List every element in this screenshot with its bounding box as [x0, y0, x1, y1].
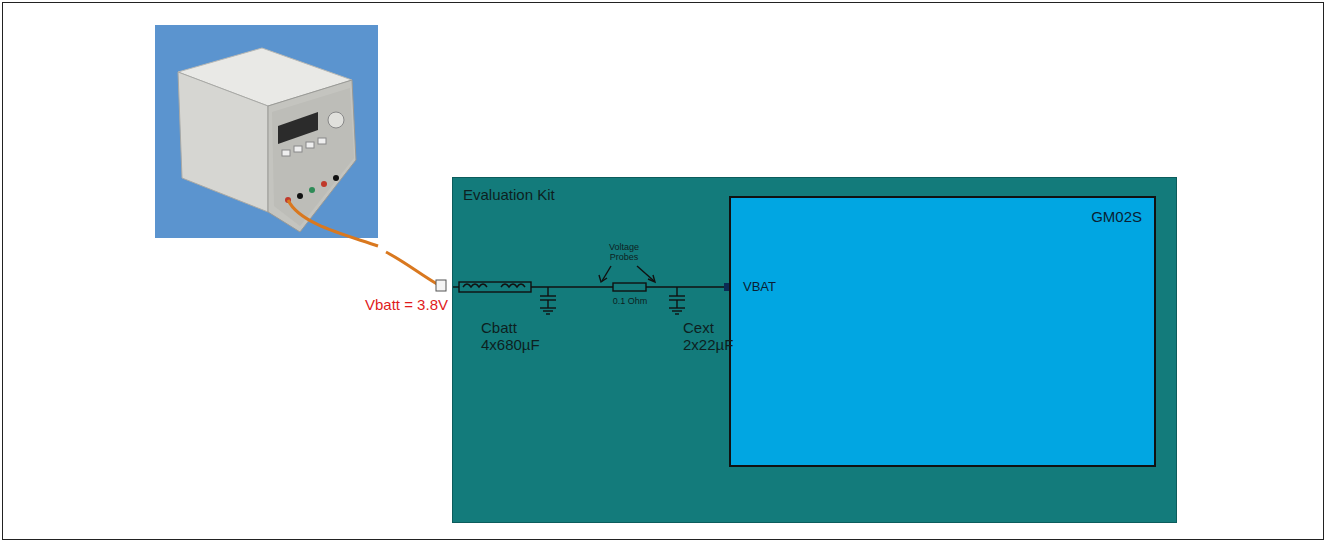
- frame: [3, 3, 1324, 540]
- probe-label: Voltage Probes: [609, 242, 639, 263]
- node-title: GM02S: [1091, 208, 1142, 225]
- power-supply: [155, 25, 378, 238]
- connector: [436, 280, 446, 291]
- board-region: Evaluation KitGM02S VBAT Cbatt 4x680µF Volt…: [452, 177, 1177, 523]
- resistor-value: 0.1 Ohm: [613, 296, 648, 306]
- resistor-symbol: [613, 283, 646, 291]
- capacitor-symbol: [540, 287, 556, 314]
- module-box: GM02S VBAT: [729, 196, 1156, 467]
- probe-arrow: [637, 266, 654, 281]
- supply-voltage: Vbatt = 3.8V: [365, 296, 448, 313]
- cable: [386, 252, 437, 284]
- component-label: Cbatt 4x680µF: [481, 319, 540, 354]
- component-label: Cext 2x22µF: [683, 319, 733, 354]
- ferrite-symbol: [459, 282, 531, 292]
- capacitor-symbol: [669, 287, 685, 314]
- cable: [288, 200, 378, 246]
- pin-name: VBAT: [743, 280, 776, 295]
- node-title: Evaluation Kit: [463, 186, 555, 203]
